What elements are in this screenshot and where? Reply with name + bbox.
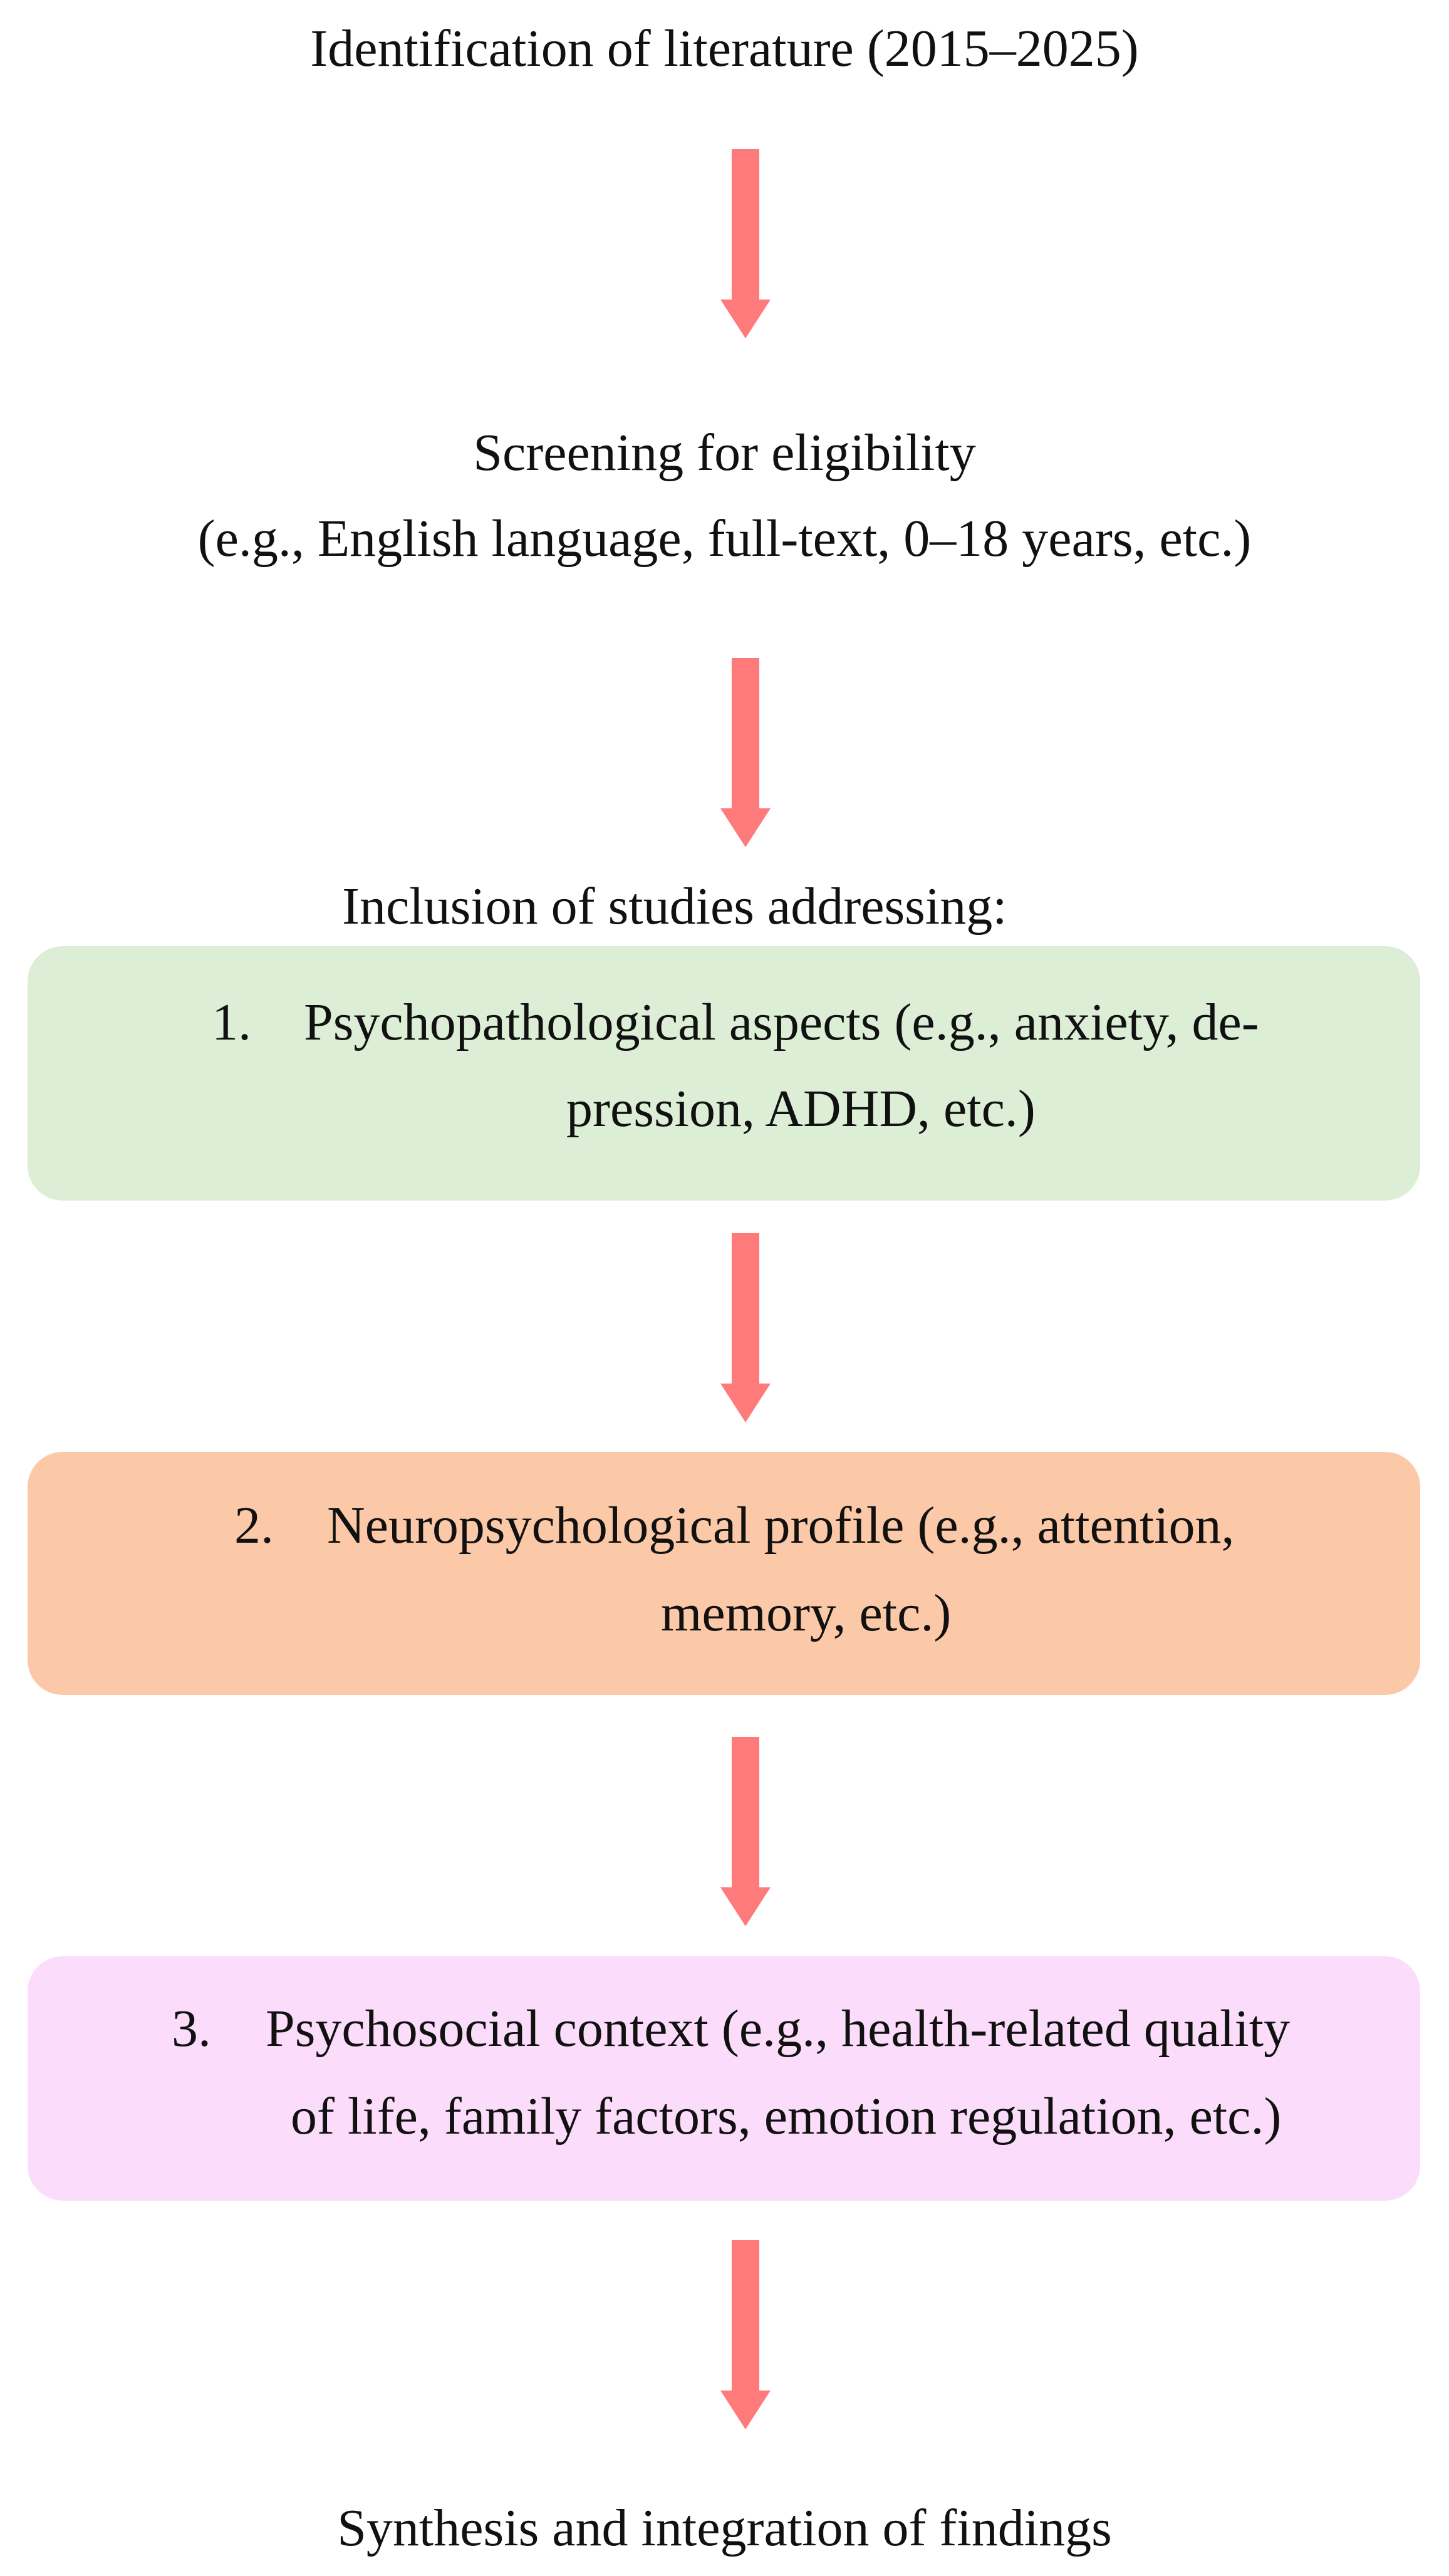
step-number: 1. bbox=[212, 993, 251, 1051]
screening-title: Screening for eligibility bbox=[473, 424, 976, 482]
screening-criteria: (e.g., English language, full-text, 0–18… bbox=[197, 509, 1252, 568]
down-arrow-icon bbox=[720, 1233, 771, 1422]
step-box-psychopathological: 1. Psychopathological aspects (e.g., anx… bbox=[28, 946, 1420, 1201]
identification-step: Identification of literature (2015–2025) bbox=[310, 19, 1139, 78]
synthesis-step: Synthesis and integration of findings bbox=[337, 2499, 1112, 2557]
down-arrow-icon bbox=[720, 149, 771, 338]
step-text-line1: Psychosocial context (e.g., health-relat… bbox=[266, 2000, 1291, 2058]
step-text-line2: pression, ADHD, etc.) bbox=[566, 1080, 1036, 1138]
step-text-line1: Psychopathological aspects (e.g., anxiet… bbox=[304, 993, 1259, 1051]
step-text-line2: of life, family factors, emotion regulat… bbox=[291, 2087, 1282, 2146]
step-text-line2: memory, etc.) bbox=[661, 1584, 952, 1642]
down-arrow-icon bbox=[720, 1737, 771, 1926]
step-box-neuropsychological: 2. Neuropsychological profile (e.g., att… bbox=[28, 1452, 1420, 1695]
down-arrow-icon bbox=[720, 658, 771, 847]
inclusion-heading: Inclusion of studies addressing: bbox=[342, 877, 1007, 936]
step-number: 2. bbox=[234, 1496, 274, 1555]
down-arrow-icon bbox=[720, 2240, 771, 2429]
step-number: 3. bbox=[172, 2000, 211, 2058]
step-text-line1: Neuropsychological profile (e.g., attent… bbox=[327, 1496, 1235, 1555]
step-box-psychosocial: 3. Psychosocial context (e.g., health-re… bbox=[28, 1956, 1420, 2201]
